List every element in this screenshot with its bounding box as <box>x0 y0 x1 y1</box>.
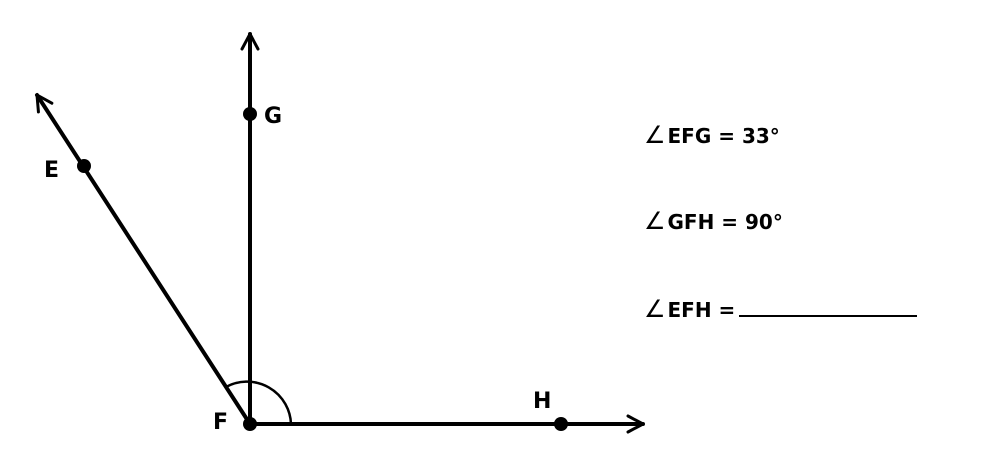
point-e <box>77 159 91 173</box>
angle-symbol-icon: ∠ <box>644 207 666 235</box>
label-f: F <box>213 410 228 435</box>
answer-blank[interactable] <box>739 297 918 317</box>
equation-efh: ∠EFH = <box>644 295 918 323</box>
equation-efg: ∠EFG = 33° <box>644 123 780 148</box>
ray-fe <box>35 93 252 426</box>
equation-efg-text: EFG = 33° <box>667 124 780 148</box>
equation-efh-text: EFH = <box>667 298 736 322</box>
point-f <box>243 417 257 431</box>
label-g: G <box>264 104 282 129</box>
point-g <box>243 107 257 121</box>
angle-arc <box>225 380 293 425</box>
angle-symbol-icon: ∠ <box>644 121 666 149</box>
point-h <box>554 417 568 431</box>
angle-symbol-icon: ∠ <box>644 295 666 323</box>
label-e: E <box>44 158 59 183</box>
label-h: H <box>533 389 551 414</box>
equation-gfh-text: GFH = 90° <box>667 210 783 234</box>
equation-gfh: ∠GFH = 90° <box>644 209 783 234</box>
